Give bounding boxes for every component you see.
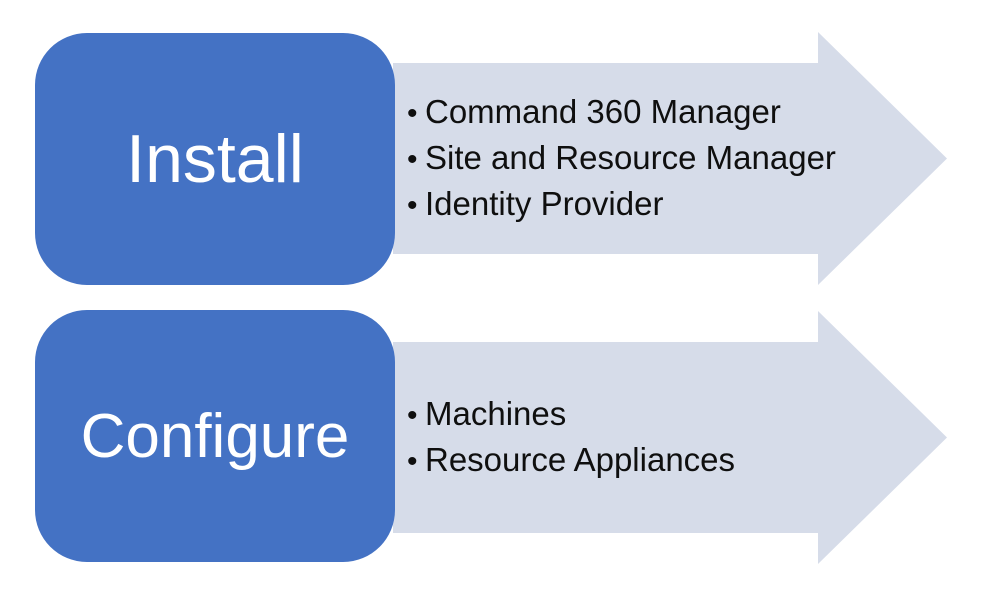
list-item: • Command 360 Manager (407, 90, 927, 136)
step-box-install: Install (35, 33, 395, 285)
bullet-text: Command 360 Manager (425, 92, 781, 130)
configure-arrow-shape (393, 311, 947, 564)
list-item: • Resource Appliances (407, 438, 927, 484)
bullet-dot-icon: • (407, 399, 418, 432)
step-label-install: Install (126, 121, 304, 197)
install-bullet-list: • Command 360 Manager • Site and Resourc… (407, 63, 927, 254)
bullet-dot-icon: • (407, 445, 418, 478)
bullet-dot-icon: • (407, 142, 418, 176)
bullet-text: Site and Resource Manager (425, 138, 836, 176)
bullet-text: Identity Provider (425, 184, 664, 222)
install-arrow-shape (393, 32, 947, 285)
step-box-configure: Configure (35, 310, 395, 562)
bullet-text: Machines (425, 395, 567, 432)
right-arrow-icon (393, 311, 947, 564)
list-item: • Identity Provider (407, 182, 927, 228)
bullet-dot-icon: • (407, 96, 418, 130)
step-label-configure: Configure (80, 401, 350, 471)
bullet-text: Resource Appliances (425, 441, 736, 478)
list-item: • Machines (407, 392, 927, 438)
right-arrow-icon (393, 32, 947, 285)
bullet-dot-icon: • (407, 188, 418, 222)
list-item: • Site and Resource Manager (407, 136, 927, 182)
configure-bullet-list: • Machines • Resource Appliances (407, 343, 927, 533)
